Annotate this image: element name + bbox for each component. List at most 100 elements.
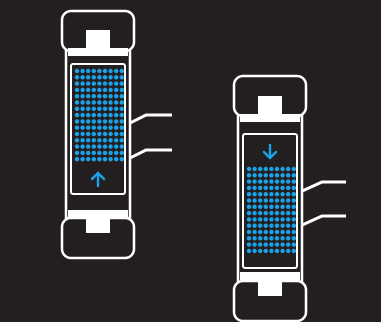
- matrix-dot: [80, 106, 85, 112]
- matrix-dot: [108, 112, 113, 118]
- matrix-dot: [119, 150, 125, 156]
- matrix-dot: [91, 119, 97, 124]
- matrix-dot: [102, 144, 108, 149]
- matrix-dot: [108, 94, 113, 99]
- matrix-dot: [280, 173, 285, 178]
- matrix-dot: [274, 192, 280, 197]
- matrix-dot: [263, 229, 268, 235]
- matrix-dot: [102, 87, 108, 93]
- matrix-dot: [114, 81, 119, 86]
- matrix-dot: [80, 157, 85, 162]
- matrix-dot: [80, 81, 85, 86]
- matrix-dot: [258, 185, 263, 191]
- matrix-dot: [291, 242, 296, 247]
- matrix-dot: [258, 229, 263, 235]
- matrix-dot: [274, 217, 280, 222]
- matrix-dot: [274, 204, 280, 209]
- matrix-dot: [108, 157, 113, 162]
- matrix-dot: [74, 68, 80, 74]
- matrix-dot: [263, 248, 268, 254]
- matrix-dot: [269, 166, 274, 172]
- matrix-dot: [102, 68, 108, 74]
- matrix-dot: [108, 68, 113, 74]
- matrix-dot: [286, 248, 291, 254]
- matrix-dot: [86, 150, 91, 156]
- matrix-dot: [91, 125, 97, 130]
- matrix-dot: [108, 144, 113, 149]
- matrix-dot: [252, 229, 257, 235]
- matrix-dot: [286, 217, 291, 222]
- matrix-dot: [291, 217, 296, 222]
- matrix-dot: [80, 94, 85, 99]
- matrix-dot: [74, 125, 80, 130]
- matrix-dot: [258, 236, 263, 241]
- matrix-dot: [291, 198, 296, 203]
- matrix-dot: [269, 242, 274, 247]
- matrix-dot: [108, 87, 113, 93]
- matrix-dot: [114, 138, 119, 143]
- matrix-dot: [108, 100, 113, 105]
- matrix-dot: [91, 75, 97, 80]
- matrix-dot: [74, 157, 80, 162]
- matrix-dot: [102, 106, 108, 112]
- matrix-dot: [280, 217, 285, 222]
- matrix-dot: [274, 210, 280, 216]
- matrix-dot: [74, 150, 80, 156]
- matrix-dot: [119, 68, 125, 74]
- matrix-dot: [86, 131, 91, 137]
- matrix-dot: [280, 179, 285, 184]
- matrix-dot: [102, 125, 108, 130]
- matrix-dot: [108, 106, 113, 112]
- right-bottom-cap: [232, 272, 308, 323]
- matrix-dot: [108, 138, 113, 143]
- matrix-dot: [97, 112, 102, 118]
- matrix-dot: [74, 94, 80, 99]
- matrix-dot: [86, 119, 91, 124]
- matrix-dot: [97, 100, 102, 105]
- matrix-dot: [291, 173, 296, 178]
- matrix-dot: [252, 210, 257, 216]
- matrix-dot: [80, 112, 85, 118]
- matrix-dot: [119, 112, 125, 118]
- matrix-dot: [102, 150, 108, 156]
- matrix-dot: [280, 204, 285, 209]
- matrix-dot: [108, 119, 113, 124]
- matrix-dot: [252, 173, 257, 178]
- matrix-dot: [80, 125, 85, 130]
- matrix-dot: [286, 198, 291, 203]
- matrix-dot: [258, 166, 263, 172]
- matrix-dot: [108, 150, 113, 156]
- matrix-dot: [86, 144, 91, 149]
- matrix-dot: [86, 157, 91, 162]
- matrix-dot: [86, 75, 91, 80]
- matrix-dot: [263, 242, 268, 247]
- matrix-dot: [274, 198, 280, 203]
- matrix-dot: [291, 185, 296, 191]
- matrix-dot: [91, 131, 97, 137]
- left-device-wires: [125, 113, 172, 162]
- matrix-dot: [114, 144, 119, 149]
- matrix-dot: [114, 106, 119, 112]
- matrix-dot: [274, 236, 280, 241]
- matrix-dot: [80, 87, 85, 93]
- matrix-dot: [280, 185, 285, 191]
- matrix-dot: [252, 198, 257, 203]
- matrix-dot: [263, 204, 268, 209]
- matrix-dot: [286, 223, 291, 228]
- matrix-dot: [86, 87, 91, 93]
- matrix-dot: [246, 179, 252, 184]
- matrix-dot: [274, 173, 280, 178]
- left-dot-matrix: [74, 68, 125, 162]
- matrix-dot: [119, 81, 125, 86]
- matrix-dot: [274, 248, 280, 254]
- matrix-dot: [246, 192, 252, 197]
- matrix-dot: [258, 242, 263, 247]
- matrix-dot: [97, 75, 102, 80]
- matrix-dot: [286, 179, 291, 184]
- matrix-dot: [80, 119, 85, 124]
- matrix-dot: [252, 179, 257, 184]
- matrix-dot: [108, 81, 113, 86]
- matrix-dot: [246, 173, 252, 178]
- matrix-dot: [258, 179, 263, 184]
- matrix-dot: [86, 94, 91, 99]
